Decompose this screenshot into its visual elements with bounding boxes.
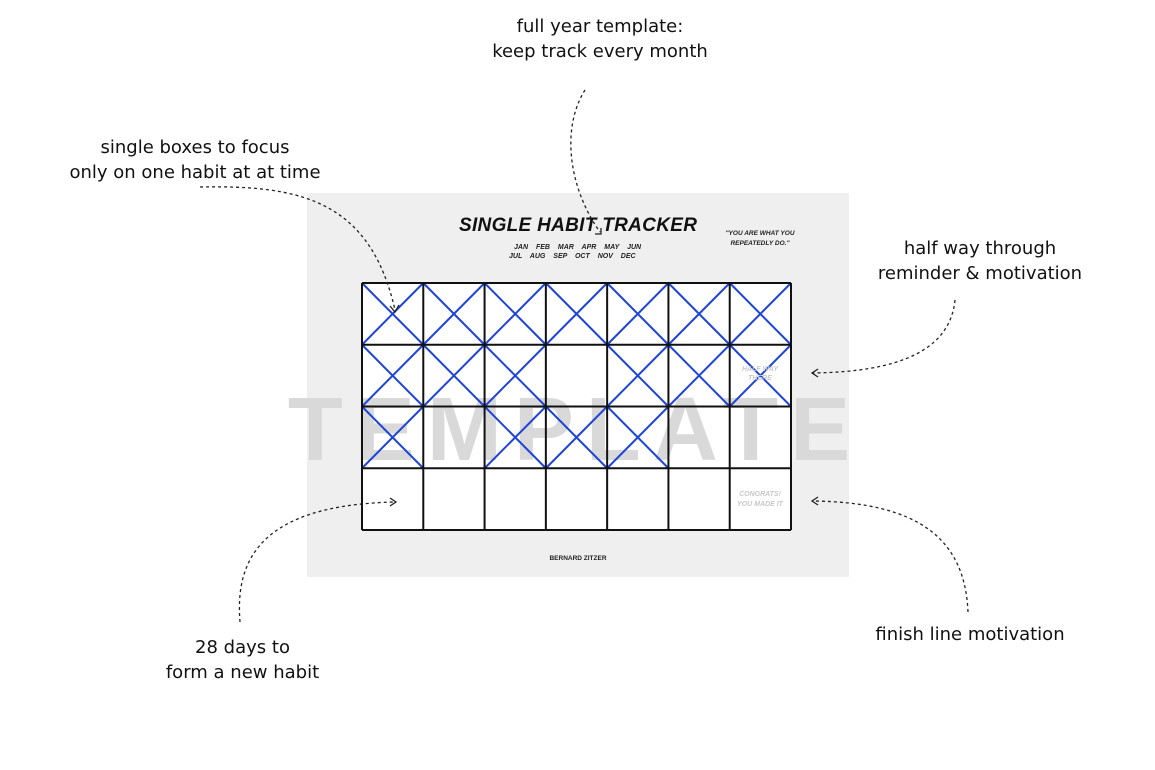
quote-line: "YOU ARE WHAT YOU	[725, 230, 795, 237]
check-mark	[361, 344, 424, 408]
quote: "YOU ARE WHAT YOU REPEATEDLY DO."	[715, 229, 805, 249]
halfway-text-2: THERE	[748, 375, 772, 382]
arrow-full-year	[570, 89, 601, 233]
months-row-2: JUL AUG SEP OCT NOV DEC	[509, 253, 636, 260]
check-mark	[545, 282, 608, 346]
arrow-28-days	[238, 501, 396, 623]
day-box[interactable]	[668, 406, 730, 469]
check-mark	[606, 282, 670, 346]
arrow-finish	[811, 500, 969, 613]
day-box[interactable]	[729, 468, 791, 530]
day-box[interactable]	[668, 468, 730, 530]
arrow-single-boxes	[199, 186, 396, 311]
day-box[interactable]	[607, 468, 669, 530]
check-mark	[483, 282, 547, 346]
annotation-line: finish line motivation	[875, 624, 1065, 645]
day-box[interactable]	[729, 406, 791, 469]
check-mark	[606, 344, 670, 408]
annotation-line: half way through	[903, 238, 1057, 259]
sheet-title: SINGLE HABIT TRACKER	[459, 215, 698, 236]
annotation-half-way: half way through reminder & motivation	[855, 236, 1105, 286]
check-mark	[667, 344, 731, 408]
quote-line: REPEATEDLY DO."	[730, 240, 790, 247]
check-mark	[422, 282, 486, 346]
annotation-line: reminder & motivation	[877, 263, 1083, 284]
annotation-finish-line: finish line motivation	[845, 622, 1095, 647]
finish-text-1: CONGRATS!	[739, 491, 782, 498]
annotation-line: 28 days to	[195, 637, 290, 658]
day-box[interactable]	[545, 468, 608, 530]
halfway-text-1: HALF WAY	[742, 366, 779, 373]
annotation-line: single boxes to focus	[100, 137, 290, 158]
check-mark	[483, 344, 547, 408]
check-mark	[545, 405, 608, 469]
check-mark	[667, 282, 731, 346]
check-mark	[422, 344, 486, 408]
annotation-line: only on one habit at at time	[69, 162, 321, 183]
arrow-half-way	[811, 299, 956, 374]
check-mark	[729, 344, 792, 408]
day-box[interactable]	[423, 468, 485, 530]
annotation-28-days: 28 days to form a new habit	[130, 635, 355, 685]
annotation-line: keep track every month	[492, 41, 708, 62]
annotation-single-boxes: single boxes to focus only on one habit …	[40, 135, 350, 185]
arrowheads	[389, 228, 819, 507]
check-mark	[361, 405, 424, 469]
annotation-full-year: full year template: keep track every mon…	[470, 14, 730, 64]
annotation-line: form a new habit	[165, 662, 320, 683]
annotation-line: full year template:	[516, 16, 684, 37]
day-box[interactable]	[423, 406, 485, 469]
check-mark	[483, 405, 547, 469]
finish-text-2: YOU MADE IT	[737, 501, 784, 508]
check-mark	[729, 282, 792, 346]
check-mark	[606, 405, 670, 469]
check-mark	[361, 282, 424, 346]
author: BERNARD ZITZER	[549, 555, 607, 562]
day-box[interactable]	[545, 344, 608, 407]
months-row-1: JAN FEB MAR APR MAY JUN	[514, 244, 642, 251]
day-box[interactable]	[484, 468, 546, 530]
